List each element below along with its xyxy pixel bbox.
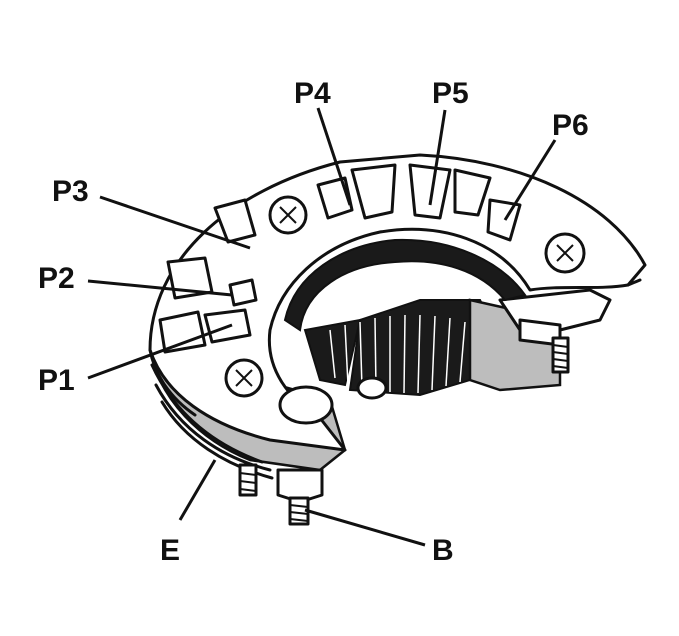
leader-p2 (87, 279, 233, 297)
leader-lines (87, 107, 557, 547)
leader-b (304, 508, 426, 547)
leader-p5 (428, 109, 447, 206)
label-p5: P5 (432, 77, 469, 110)
screw-left-top (268, 195, 308, 235)
right-bracket (498, 288, 612, 374)
leader-p4 (316, 107, 352, 206)
main-plate (148, 153, 647, 452)
label-p1: P1 (38, 364, 75, 397)
screw-right (544, 232, 586, 274)
label-b: B (432, 534, 454, 567)
leader-p3 (99, 195, 251, 250)
labels: P1 P2 P3 P4 P5 P6 E B (38, 77, 589, 567)
label-p3: P3 (52, 175, 89, 208)
label-p4: P4 (294, 77, 331, 110)
label-p2: P2 (38, 262, 75, 295)
stud-e (238, 463, 258, 497)
screw-left-bottom (224, 358, 264, 398)
leader-e (178, 459, 217, 521)
leader-p1 (87, 323, 233, 380)
label-e: E (160, 534, 180, 567)
leader-p6 (503, 139, 557, 221)
stud-b (276, 468, 324, 526)
mount-hole (278, 376, 388, 425)
label-p6: P6 (552, 109, 589, 142)
